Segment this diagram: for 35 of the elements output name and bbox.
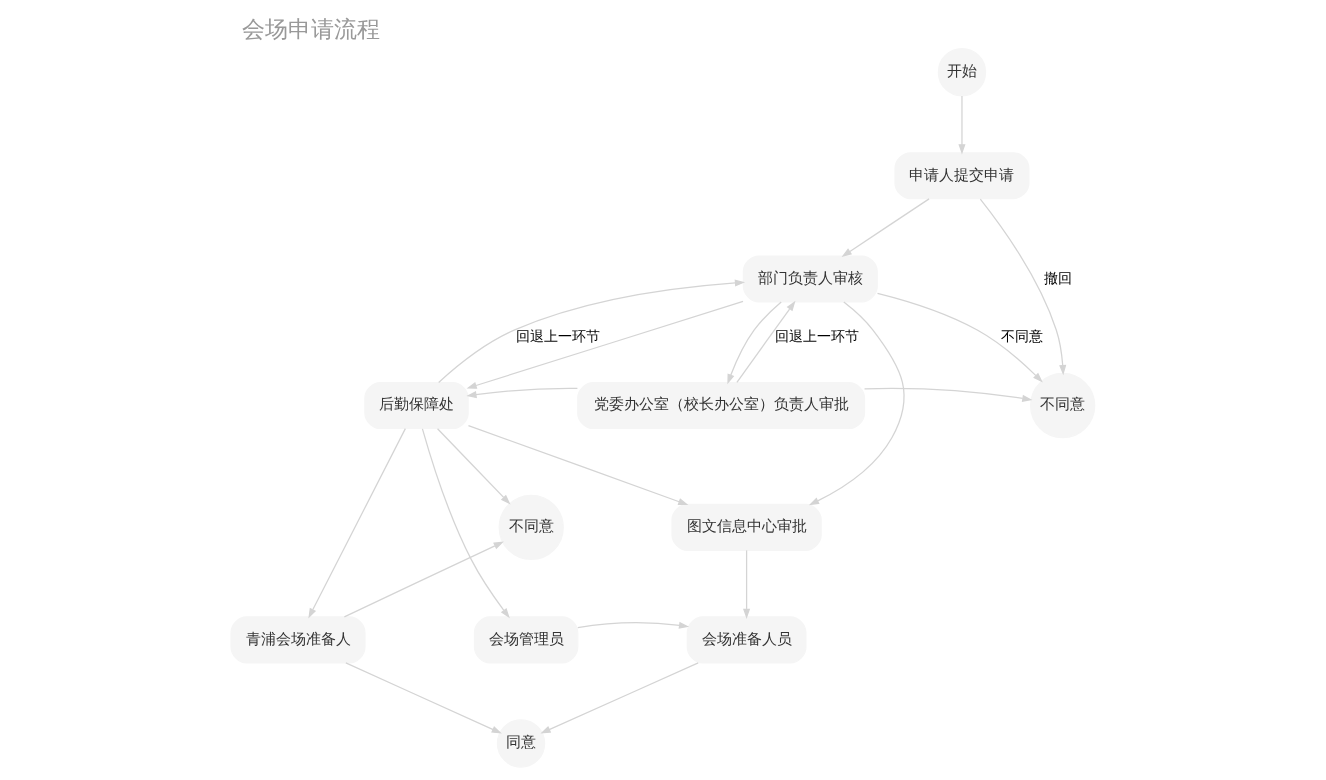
node-circle: 同意: [496, 719, 546, 768]
arrow: [736, 300, 796, 383]
node-box: 申请人提交申请: [894, 152, 1030, 200]
arrow: [876, 292, 1043, 383]
arrow: [958, 95, 966, 155]
node-box: 青浦会场准备人: [230, 616, 366, 664]
arrow: [979, 198, 1067, 376]
edge-label: 撤回: [1044, 269, 1073, 286]
edge-label: 不同意: [1000, 328, 1043, 345]
arrow: [466, 387, 579, 399]
arrow: [577, 621, 690, 629]
arrow: [467, 424, 689, 506]
arrow: [438, 279, 746, 384]
arrow: [466, 300, 744, 389]
arrow: [727, 301, 782, 385]
arrow: [308, 427, 406, 619]
node-box: 党委办公室（校长办公室）负责人审批: [577, 381, 866, 430]
arrow: [436, 428, 511, 505]
arrow: [743, 549, 751, 619]
arrow: [540, 662, 699, 734]
arrow: [343, 541, 504, 618]
arrow: [841, 198, 930, 257]
edge-label: 回退上一环节: [774, 328, 859, 345]
arrow: [808, 301, 905, 506]
edge-label: 回退上一环节: [515, 328, 600, 345]
node-box: 部门负责人审核: [742, 255, 878, 303]
arrow: [345, 662, 502, 734]
node-circle: 开始: [937, 47, 987, 97]
arrow: [863, 387, 1033, 402]
node-box: 后勤保障处: [364, 381, 469, 430]
node-box: 会场准备人员: [686, 616, 807, 664]
node-box: 图文信息中心审批: [671, 503, 822, 551]
node-box: 会场管理员: [473, 616, 579, 664]
diagram-title: 会场申请流程: [241, 15, 380, 42]
arrow: [421, 428, 510, 619]
